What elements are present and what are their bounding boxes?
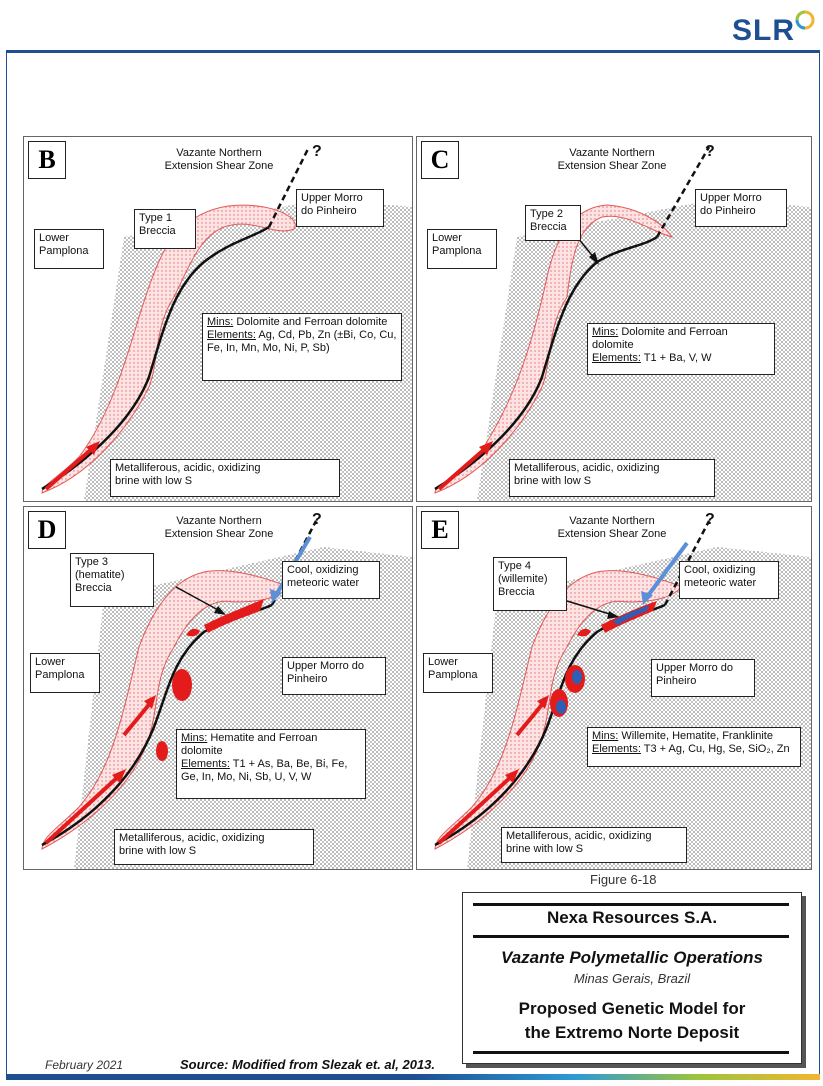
slr-logo-text: SLR xyxy=(732,14,795,48)
header-rule xyxy=(6,50,820,53)
breccia-label: Type 4(willemite)Breccia xyxy=(493,557,567,611)
title-block-rule xyxy=(473,935,789,938)
question-mark: ? xyxy=(705,143,715,161)
title-block-rule xyxy=(473,903,789,906)
mineralogy-box: Mins: Dolomite and Ferroan dolomite Elem… xyxy=(587,323,775,375)
company-name: Nexa Resources S.A. xyxy=(463,908,801,928)
panel-letter: E xyxy=(421,511,459,549)
question-mark: ? xyxy=(312,511,322,529)
panel-letter: B xyxy=(28,141,66,179)
mineralogy-box: Mins: Hematite and Ferroan dolomite Elem… xyxy=(176,729,366,799)
panel-letter: D xyxy=(28,511,66,549)
question-mark: ? xyxy=(312,143,322,161)
title-block: Nexa Resources S.A. Vazante Polymetallic… xyxy=(462,892,802,1064)
footer-rule xyxy=(6,1074,820,1080)
figure-title-line2: the Extremo Norte Deposit xyxy=(463,1023,801,1043)
mineralogy-box: Mins: Dolomite and Ferroan dolomite Elem… xyxy=(202,313,402,381)
figure-label: Figure 6-18 xyxy=(590,872,656,887)
breccia-label: Type 3(hematite)Breccia xyxy=(70,553,154,607)
report-date: February 2021 xyxy=(45,1058,123,1072)
frame-left xyxy=(6,50,7,1074)
title-block-rule xyxy=(473,1051,789,1054)
question-mark: ? xyxy=(705,511,715,529)
source-note: Source: Modified from Slezak et. al, 201… xyxy=(180,1057,435,1072)
frame-right xyxy=(819,50,820,1074)
project-name: Vazante Polymetallic Operations xyxy=(463,948,801,968)
figure-title-line1: Proposed Genetic Model for xyxy=(463,999,801,1019)
project-location: Minas Gerais, Brazil xyxy=(463,971,801,986)
panel-letter: C xyxy=(421,141,459,179)
mineralogy-box: Mins: Willemite, Hematite, Franklinite E… xyxy=(587,727,801,767)
